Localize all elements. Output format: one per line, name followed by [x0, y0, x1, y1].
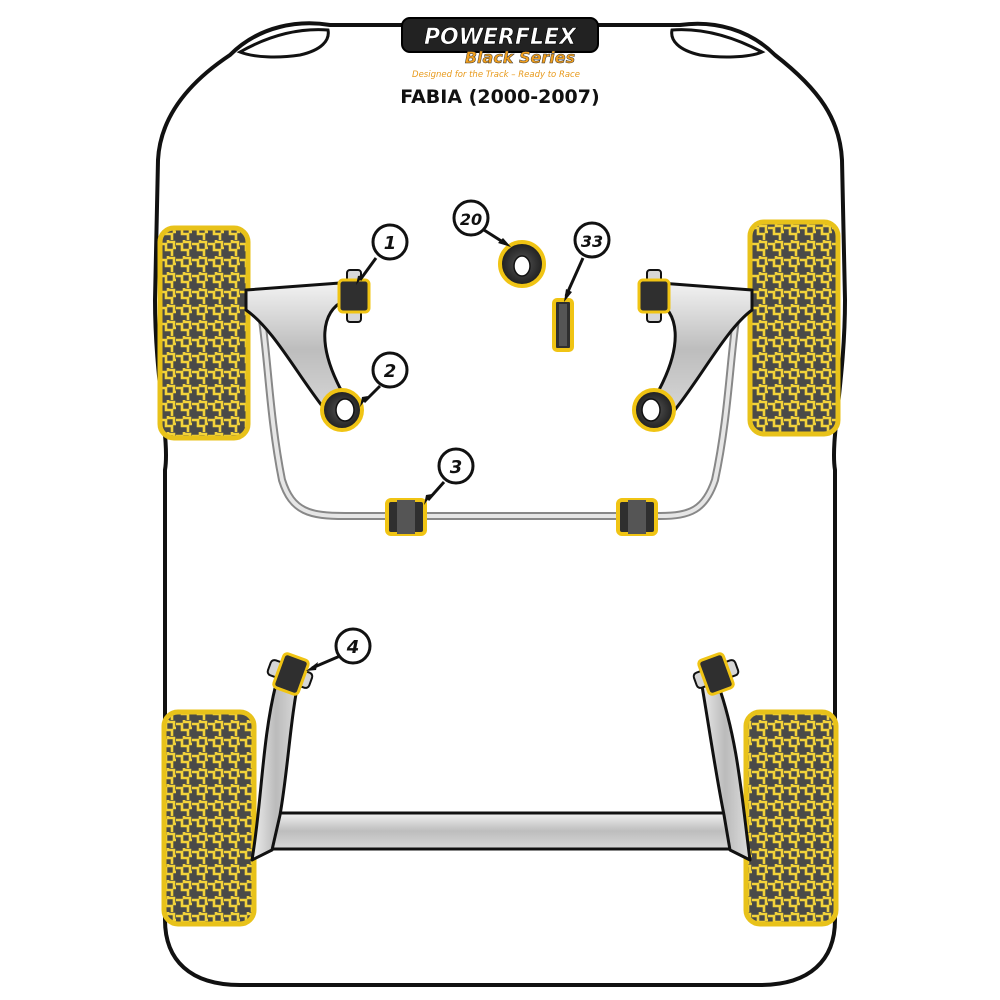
callout-4[interactable]: 4	[306, 627, 372, 671]
anti-roll-bar	[258, 316, 740, 520]
bush-20	[498, 240, 546, 288]
callout-2[interactable]: 2	[360, 351, 409, 407]
callout-33-label: 33	[581, 232, 603, 251]
bush-1-right	[637, 269, 671, 323]
front-right-wheel	[747, 219, 841, 437]
brand-logo: POWERFLEX Black Series Designed for the …	[401, 17, 599, 80]
bush-33	[552, 298, 574, 352]
bush-4-left	[266, 652, 314, 696]
page-title: FABIA (2000-2007)	[400, 86, 599, 108]
callout-20-label: 20	[460, 210, 482, 229]
callout-2-label: 2	[384, 361, 397, 382]
bush-3-right	[616, 498, 658, 536]
rear-right-wheel	[743, 709, 839, 927]
brand-series: Black Series	[465, 48, 575, 67]
brand-name: POWERFLEX	[424, 25, 577, 50]
rear-left-wheel	[161, 709, 257, 927]
rear-right-trailing-arm	[698, 672, 752, 862]
callout-33[interactable]: 33	[564, 221, 611, 302]
bush-1-left	[337, 269, 371, 323]
bush-2-right	[632, 388, 676, 432]
brand-tagline: Designed for the Track – Ready to Race	[412, 70, 580, 80]
callout-20[interactable]: 20	[452, 199, 511, 247]
rear-axle-beam	[266, 811, 738, 851]
front-left-wheel	[157, 225, 251, 441]
bush-4-right	[692, 652, 740, 696]
callout-3[interactable]: 3	[424, 447, 475, 505]
rear-left-trailing-arm	[250, 670, 302, 862]
callout-1-label: 1	[384, 233, 397, 254]
bush-3-left	[385, 498, 427, 536]
callout-4-label: 4	[346, 637, 360, 658]
callout-3-label: 3	[450, 457, 463, 478]
callout-1[interactable]: 1	[356, 223, 409, 285]
bush-2-left	[320, 388, 364, 432]
